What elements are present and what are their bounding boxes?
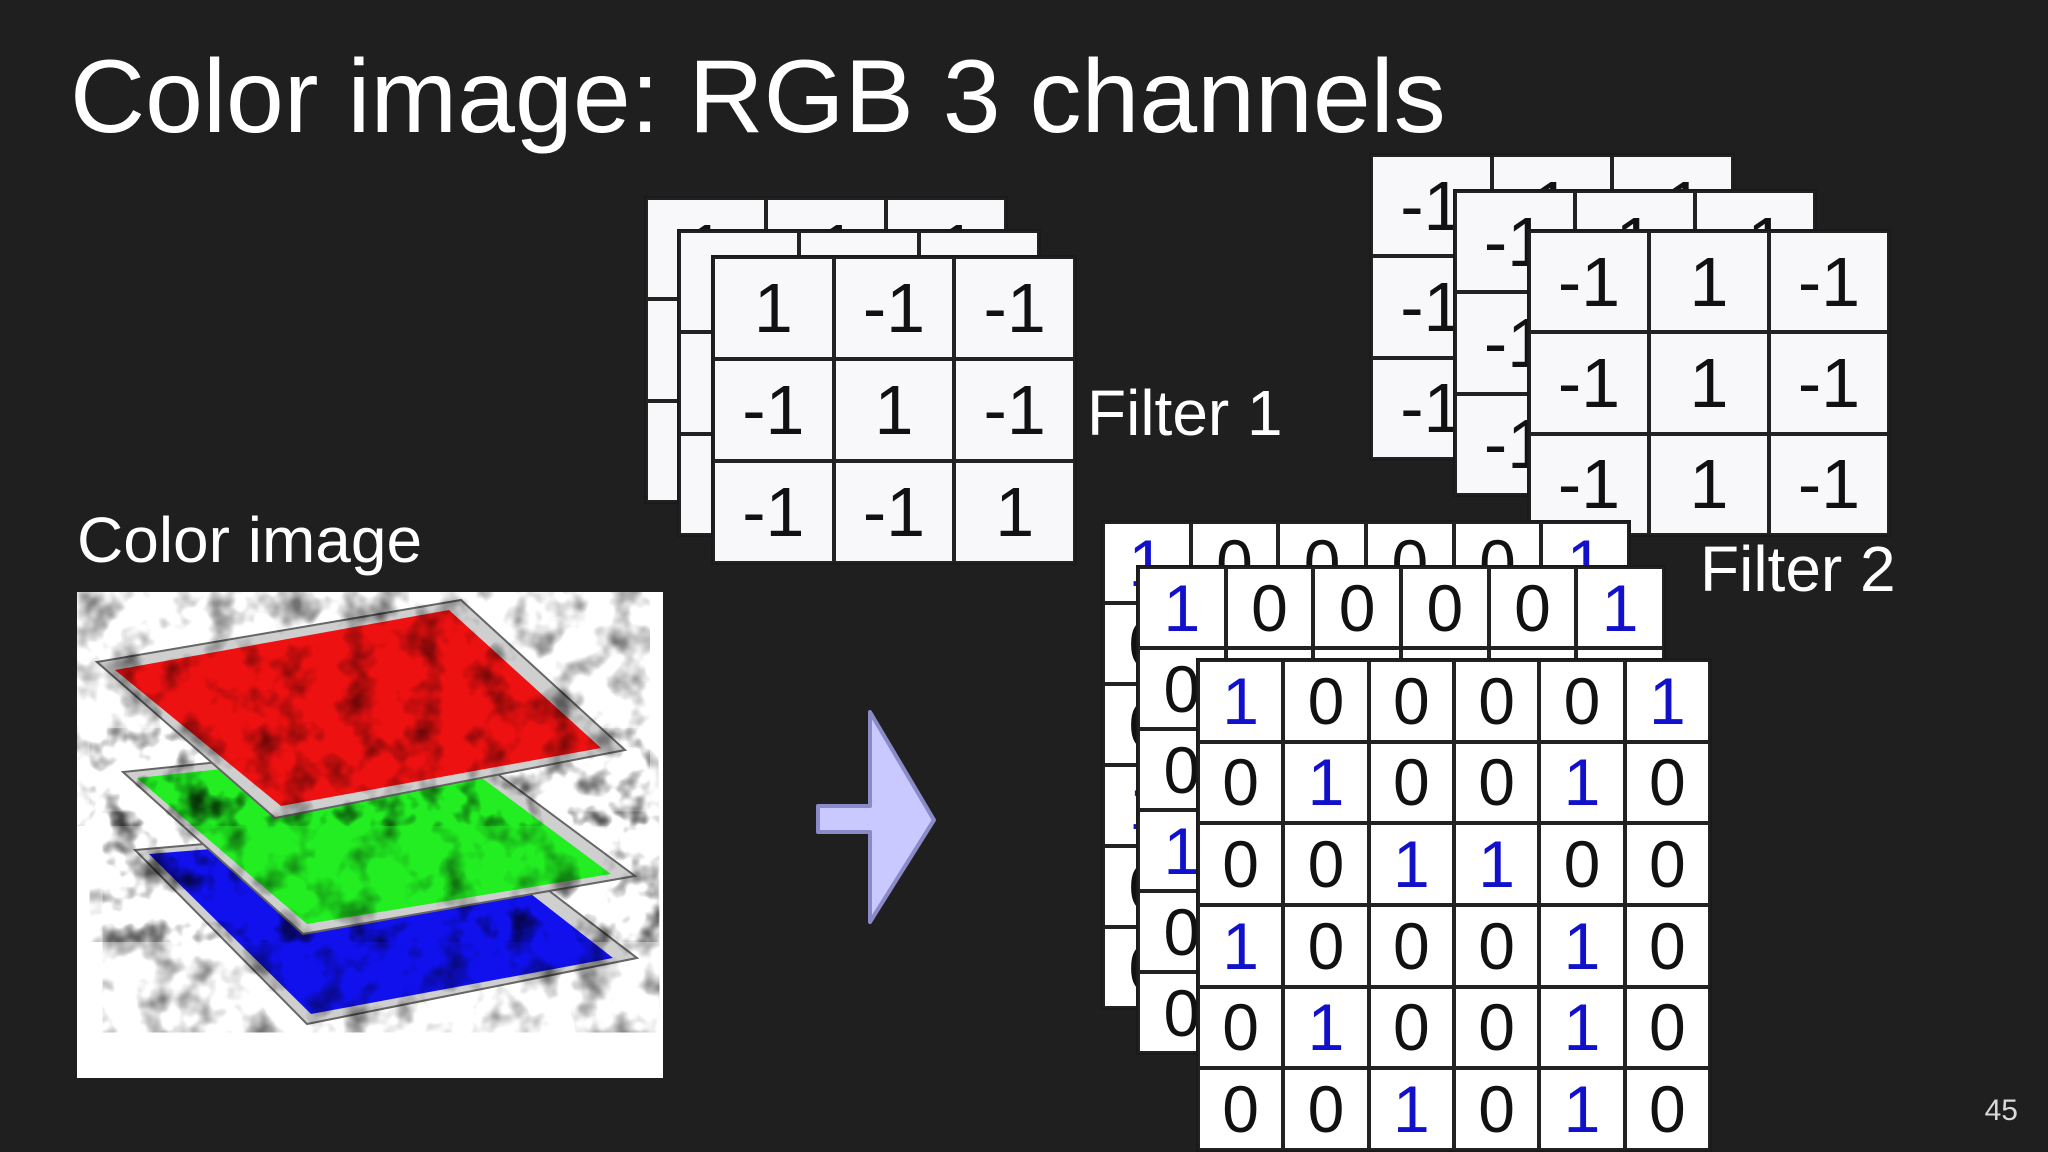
slide-title: Color image: RGB 3 channels: [70, 39, 1446, 155]
matrix-cell: 1: [1198, 904, 1284, 987]
matrix-cell: -1: [1769, 332, 1889, 434]
matrix-cell: 1: [1283, 741, 1369, 824]
matrix-cell: 0: [1283, 1068, 1369, 1150]
matrix-cell: 1: [1368, 823, 1454, 905]
matrix-cell: -1: [833, 257, 955, 359]
matrix-cell: 1: [1454, 823, 1540, 905]
matrix-cell: 1: [1539, 1068, 1625, 1150]
matrix-cell: 1: [1576, 567, 1664, 648]
matrix-cell: 1: [1283, 986, 1369, 1069]
matrix-cell: 0: [1283, 904, 1369, 987]
matrix-cell: -1: [1371, 155, 1492, 257]
filter-2-label: Filter 2: [1700, 533, 1896, 605]
matrix-cell: 1: [1624, 660, 1710, 742]
matrix-cell: 0: [1624, 1068, 1710, 1150]
matrix-cell: 0: [1368, 741, 1454, 824]
right-arrow-icon: [816, 710, 936, 924]
matrix-cell: 0: [1624, 986, 1710, 1069]
matrix-cell: 0: [1454, 660, 1540, 742]
matrix-cell: 1: [1539, 904, 1625, 987]
matrix-cell: 0: [1400, 567, 1489, 648]
matrix-cell: 0: [1624, 904, 1710, 987]
matrix-cell: 0: [1138, 972, 1226, 1053]
matrix-cell: 1: [1368, 1068, 1454, 1150]
matrix-cell: -1: [713, 359, 834, 461]
red-channel-window: [94, 598, 628, 820]
matrix-cell: 0: [1454, 741, 1540, 824]
matrix-cell: 1: [954, 461, 1075, 563]
matrix-cell: 1: [713, 257, 834, 359]
matrix-cell: 0: [1539, 823, 1625, 905]
matrix-cell: -1: [713, 461, 834, 563]
matrix-cell: 1: [1539, 741, 1625, 824]
matrix-cell: 1: [1649, 332, 1769, 434]
matrix-cell: -1: [954, 359, 1075, 461]
matrix-cell: 1: [833, 359, 955, 461]
matrix-cell: 0: [1488, 567, 1577, 648]
matrix-cell: 0: [1225, 567, 1314, 648]
matrix-cell: -1: [1769, 433, 1889, 535]
matrix-cell: 0: [1198, 1068, 1284, 1150]
matrix-cell: 0: [1624, 823, 1710, 905]
matrix-cell: 0: [1283, 660, 1369, 742]
matrix-cell: 1: [1198, 660, 1284, 742]
matrix-cell: 0: [1198, 741, 1284, 824]
matrix-cell: 0: [1283, 823, 1369, 905]
matrix-cell: 0: [1368, 904, 1454, 987]
matrix-cell: 1: [1138, 567, 1226, 648]
rgb-channels-photo: [77, 592, 663, 1078]
filter-1-label: Filter 1: [1087, 377, 1283, 449]
matrix-cell: -1: [954, 257, 1075, 359]
matrix-cell: 1: [1539, 986, 1625, 1069]
matrix-cell: 0: [1368, 660, 1454, 742]
matrix-cell: 0: [1454, 904, 1540, 987]
matrix-cell: 0: [1539, 660, 1625, 742]
matrix-cell: 0: [1313, 567, 1401, 648]
matrix-cell: 0: [1198, 986, 1284, 1069]
page-number: 45: [1984, 1094, 2018, 1127]
matrix-cell: 1: [1649, 433, 1769, 535]
matrix-cell: -1: [1769, 231, 1889, 333]
matrix-cell: -1: [1529, 231, 1649, 333]
matrix-cell: 1: [1649, 231, 1769, 333]
matrix-cell: -1: [1529, 332, 1649, 434]
matrix-cell: -1: [833, 461, 955, 563]
matrix-cell: 0: [1454, 986, 1540, 1069]
matrix-cell: 0: [1368, 986, 1454, 1069]
matrix-cell: 0: [1198, 823, 1284, 905]
color-image-label: Color image: [77, 504, 423, 576]
matrix-cell: 0: [1454, 1068, 1540, 1150]
matrix-cell: 0: [1624, 741, 1710, 824]
